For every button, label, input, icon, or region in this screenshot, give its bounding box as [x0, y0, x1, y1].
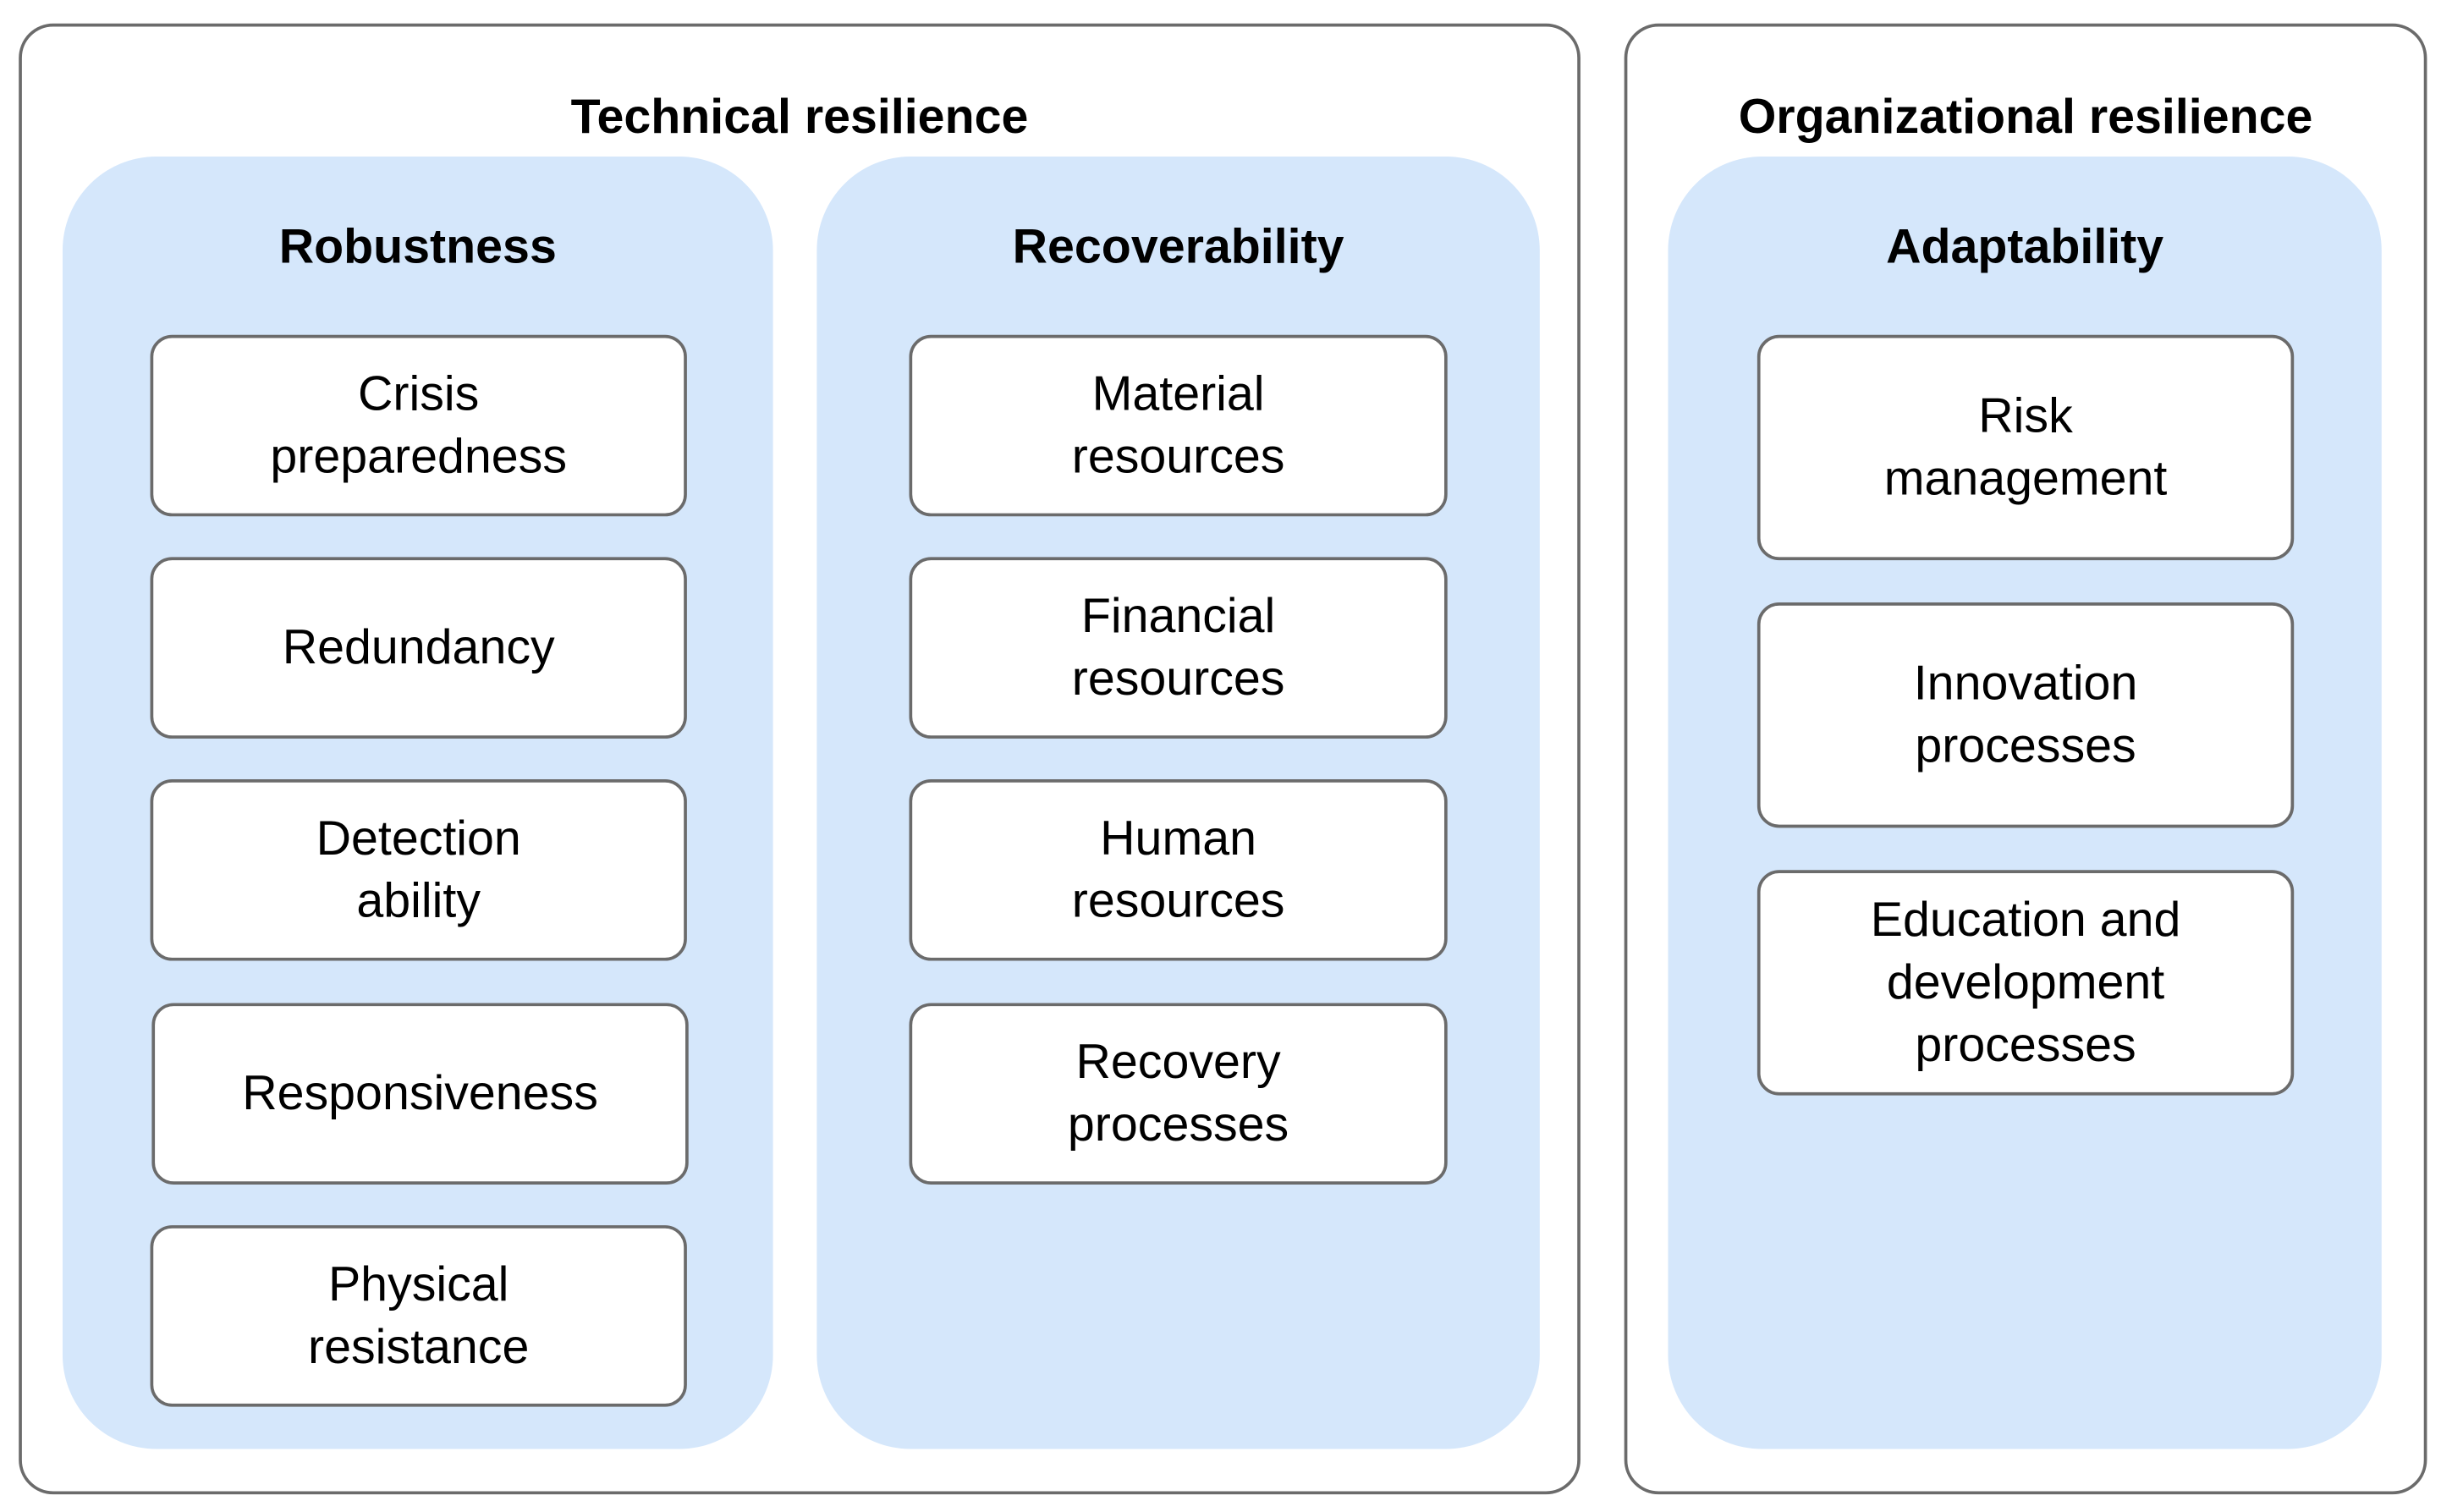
- item-financial-resources: Financial resources: [909, 557, 1448, 739]
- item-human-resources: Human resources: [909, 779, 1448, 961]
- recoverability-title: Recoverability: [1012, 218, 1344, 274]
- robustness-title: Robustness: [278, 218, 557, 274]
- item-redundancy: Redundancy: [150, 557, 687, 739]
- item-physical-resistance: Physical resistance: [150, 1225, 687, 1407]
- item-education-development-processes: Education and development processes: [1757, 870, 2295, 1096]
- organizational-resilience-title: Organizational resilience: [1738, 89, 2313, 145]
- item-crisis-preparedness: Crisis preparedness: [150, 334, 687, 517]
- item-responsiveness: Responsiveness: [151, 1003, 689, 1185]
- adaptability-title: Adaptability: [1886, 218, 2164, 274]
- item-detection-ability: Detection ability: [150, 779, 687, 961]
- item-innovation-processes: Innovation processes: [1757, 602, 2295, 828]
- item-material-resources: Material resources: [909, 334, 1448, 517]
- item-recovery-processes: Recovery processes: [909, 1003, 1448, 1185]
- item-risk-management: Risk management: [1757, 334, 2295, 561]
- technical-resilience-title: Technical resilience: [570, 89, 1029, 145]
